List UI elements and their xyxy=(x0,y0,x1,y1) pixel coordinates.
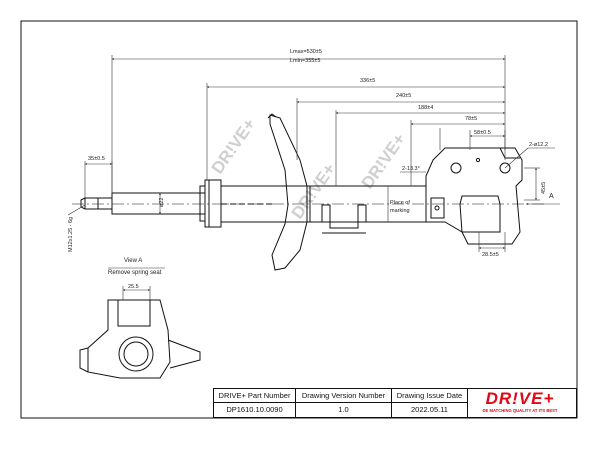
logo-tagline: DE MATCHING QUALITY AT ITS BEST xyxy=(482,408,558,413)
part-number-header: DRIVE+ Part Number xyxy=(218,391,291,400)
watermark: DR!VE+ xyxy=(288,160,340,222)
part-number-cell: DRIVE+ Part Number DP1610.10.0090 xyxy=(214,389,296,417)
dim-lmin: Lmin=355±5 xyxy=(290,58,320,64)
dim-188: 188±4 xyxy=(418,105,433,111)
issue-date-header: Drawing Issue Date xyxy=(396,391,463,400)
version-cell: Drawing Version Number 1.0 xyxy=(296,389,392,417)
shock-absorber-side-view xyxy=(72,113,545,271)
brand-logo: DR!VE+ DE MATCHING QUALITY AT ITS BEST xyxy=(472,389,568,417)
dim-240: 240±5 xyxy=(396,93,411,99)
drawing-frame xyxy=(20,20,578,419)
dim-58: 58±0.5 xyxy=(474,130,491,136)
issue-date-cell: Drawing Issue Date 2022.05.11 xyxy=(392,389,468,417)
view-a: View A Remove spring seat 25.5 xyxy=(79,258,201,379)
spring-clip xyxy=(321,204,367,229)
dim-rod-diameter: ø22 xyxy=(159,198,165,207)
view-a-bracket xyxy=(87,299,171,379)
watermark-group: DR!VE+ DR!VE+ DR!VE+ xyxy=(208,115,410,222)
place-of-marking-line1: Place of xyxy=(390,200,410,206)
dim-336: 336±5 xyxy=(360,78,375,84)
watermark: DR!VE+ xyxy=(358,130,410,192)
dimension-labels: Lmax=530±5 Lmin=355±5 336±5 240±5 188±4 … xyxy=(68,49,554,258)
dimension-lines xyxy=(67,55,560,252)
version-value: 1.0 xyxy=(338,405,349,414)
title-block: DRIVE+ Part Number DP1610.10.0090 Drawin… xyxy=(213,388,577,418)
dim-28-5: 28.5±5 xyxy=(482,252,499,258)
view-a-title: View A xyxy=(124,258,142,264)
view-a-bushing-inner xyxy=(123,341,149,367)
dim-thread: M12x1.25 - 6g xyxy=(68,217,74,252)
knuckle-bracket xyxy=(425,147,523,245)
mount-hole-upper xyxy=(450,162,462,174)
mount-hole-lower xyxy=(499,162,511,174)
rod-collar xyxy=(204,179,222,228)
place-of-marking-line2: marking xyxy=(390,208,410,214)
dim-78: 78±5 xyxy=(465,116,477,122)
dim-hole: 2-ø12.2 xyxy=(529,142,548,148)
version-header: Drawing Version Number xyxy=(301,391,386,400)
dim-lmax: Lmax=530±5 xyxy=(290,49,322,55)
watermark: DR!VE+ xyxy=(208,115,260,177)
part-number-value: DP1610.10.0090 xyxy=(226,405,283,414)
dim-angle: 2-13.3° xyxy=(402,166,420,172)
dim-45: 45±5 xyxy=(541,182,547,194)
view-a-marker: A xyxy=(549,193,554,200)
dim-35: 35±0.5 xyxy=(88,156,105,162)
view-a-bushing-outer xyxy=(118,336,154,372)
view-a-note: Remove spring seat xyxy=(108,270,162,276)
issue-date-value: 2022.05.11 xyxy=(411,405,448,414)
spring-seat xyxy=(269,114,308,271)
logo-text: DR!VE+ xyxy=(485,389,555,408)
view-a-dim: 25.5 xyxy=(128,284,139,290)
